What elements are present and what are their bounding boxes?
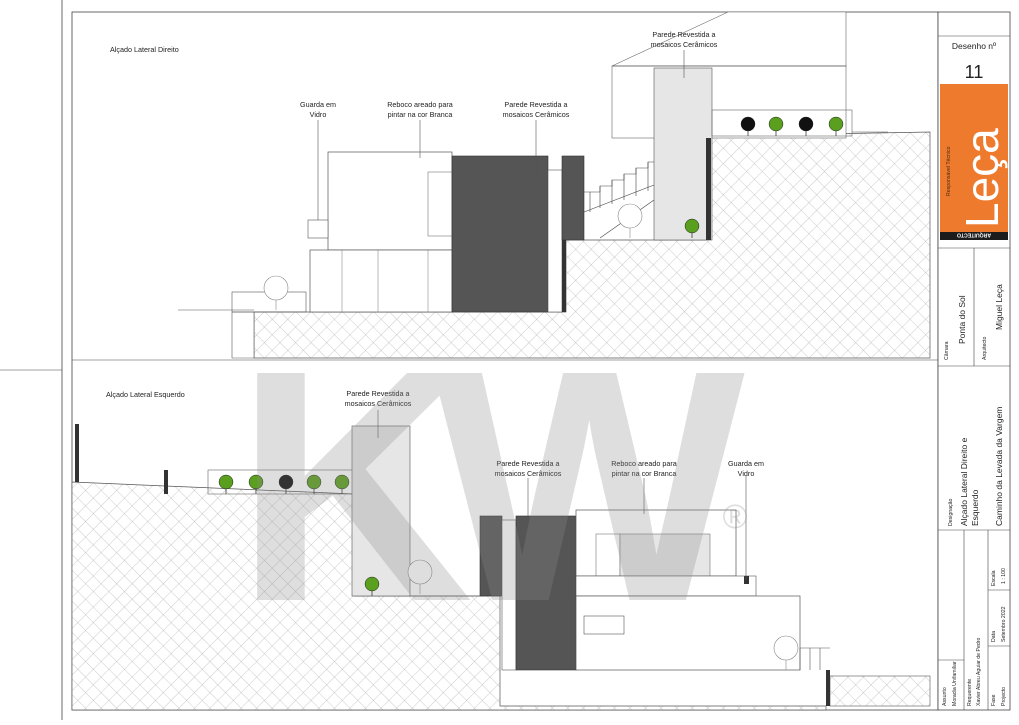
reboco-label-bottom-2: pintar na cor Branca	[612, 469, 677, 478]
title-block: Desenho nº 11 Leça Responsável Técnico A…	[937, 11, 1011, 711]
reboco-label-top-2: pintar na cor Branca	[388, 110, 453, 119]
designacao-line2: Esquerdo	[970, 489, 980, 526]
plant-icon	[798, 116, 814, 132]
drawing-number: 11	[965, 62, 984, 82]
tiled-tower	[653, 67, 713, 241]
plant-icon	[684, 218, 700, 234]
upper-volume	[327, 151, 453, 251]
guarda-label-top-2: Vidro	[310, 110, 327, 119]
escala-label: Escala	[991, 570, 997, 586]
assunto-value: Moradia Unifamiliar	[952, 661, 958, 706]
parede-label-bottom-a-1: Parede Revestida a	[346, 389, 409, 398]
watermark: KW ®	[235, 301, 788, 670]
view-title-left: Alçado Lateral Esquerdo	[106, 390, 185, 399]
plant-icon	[768, 116, 784, 132]
parede-label-bottom-a-2: mosaicos Cerâmicos	[345, 399, 412, 408]
top-elevation	[178, 11, 931, 359]
view-title-right: Alçado Lateral Direito	[110, 45, 179, 54]
requerente-label: Requerente	[967, 679, 973, 706]
tree-outline-icon	[773, 635, 799, 661]
guarda-label-bottom-2: Vidro	[738, 469, 755, 478]
stair	[583, 161, 655, 239]
camara-label: Câmara	[944, 341, 950, 360]
parede-label-bottom-b-2: mosaicos Cerâmicos	[495, 469, 562, 478]
requerente-value: Xavier Abreu Aguiar de Pedro	[976, 638, 982, 706]
parede-label-top-a-2: mosaicos Cerâmicos	[503, 110, 570, 119]
data-label: Data	[991, 631, 997, 642]
tiled-tower-bottom	[351, 425, 411, 597]
responsible-label: Responsável Técnico	[946, 146, 952, 196]
arquitecto-value: Miguel Leça	[994, 284, 1004, 330]
tiled-wall-top	[451, 155, 549, 313]
leader-lines	[317, 50, 747, 580]
registered-mark-icon: ®	[722, 498, 747, 536]
plant-icon	[740, 116, 756, 132]
camara-value: Ponta do Sol	[957, 295, 967, 344]
vegetation	[218, 116, 844, 670]
drawing-number-label: Desenho nº	[952, 41, 996, 51]
brand-strip-text: ARQUITECTO	[957, 232, 991, 238]
guarda-label-bottom-1: Guarda em	[728, 459, 764, 468]
fase-value: Projecto	[1001, 687, 1007, 706]
reboco-label-bottom-1: Reboco areado para	[611, 459, 677, 468]
watermark-text: KW	[235, 301, 748, 670]
plant-icon	[828, 116, 844, 132]
escala-value: 1 : 100	[1001, 568, 1007, 584]
assunto-label: Assunto	[942, 687, 948, 706]
tiled-wall-bottom	[515, 515, 577, 671]
reboco-label-top-1: Reboco areado para	[387, 100, 453, 109]
fase-label: Fase	[991, 694, 997, 706]
logo-block	[940, 84, 1008, 232]
guarda-label-top-1: Guarda em	[300, 100, 336, 109]
brand-strip	[940, 232, 1008, 240]
designacao-line1: Alçado Lateral Direito e	[959, 437, 969, 526]
data-value: Setembro 2022	[1001, 606, 1007, 642]
bottom-elevation	[71, 424, 931, 711]
logo-text: Leça	[956, 128, 1008, 228]
arquitecto-label: Arquitecto	[982, 337, 988, 360]
parede-label-top-a-1: Parede Revestida a	[504, 100, 567, 109]
parede-label-top-b-2: mosaicos Cerâmicos	[651, 40, 718, 49]
tiled-column-top	[561, 155, 585, 241]
local-value: Caminho da Levada da Vargem	[994, 407, 1004, 526]
annotations-bottom: Alçado Lateral Esquerdo Parede Revestida…	[106, 389, 764, 478]
parede-label-top-b-1: Parede Revestida a	[652, 30, 715, 39]
plant-icon	[218, 474, 234, 490]
annotations-top: Alçado Lateral Direito Guarda em Vidro R…	[110, 30, 718, 119]
designacao-label: Designação	[948, 498, 954, 526]
lower-volume	[309, 249, 453, 313]
parede-label-bottom-b-1: Parede Revestida a	[496, 459, 559, 468]
tree-outline-icon	[263, 275, 289, 301]
tree-outline-icon	[617, 203, 643, 229]
